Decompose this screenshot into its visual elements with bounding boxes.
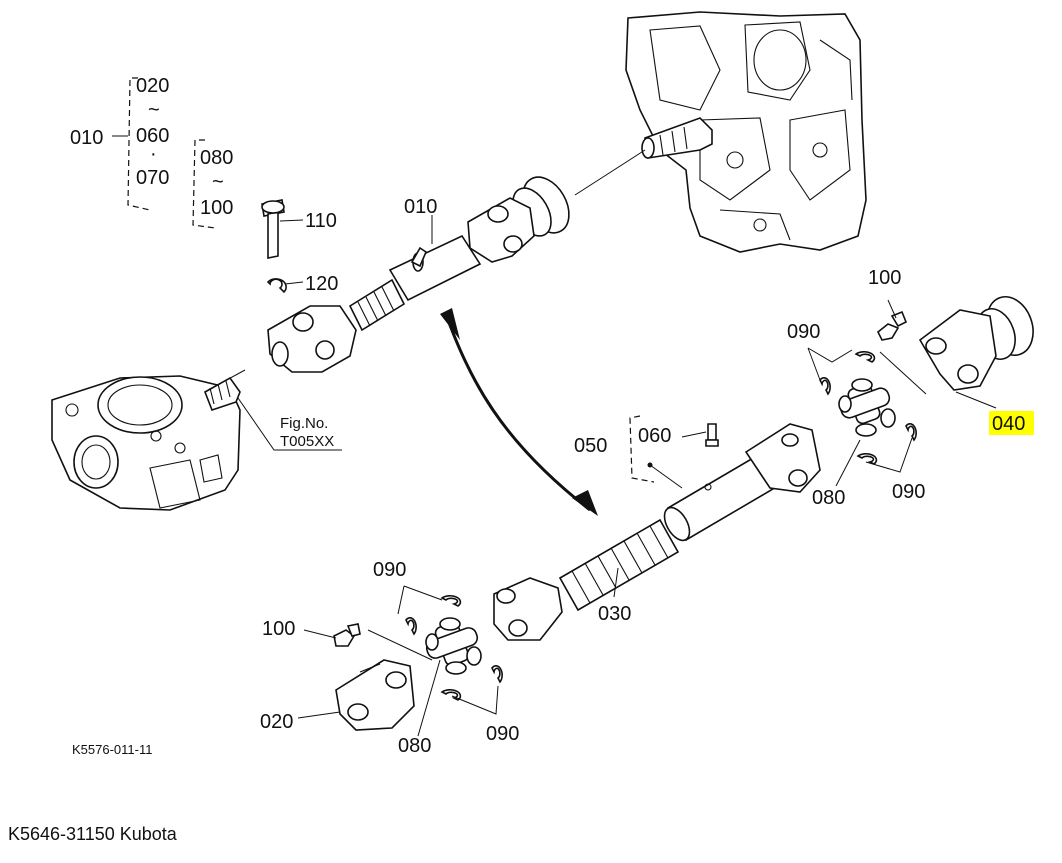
label-080-range: 080	[200, 147, 233, 169]
rear-housing	[51, 375, 241, 511]
direction-arrow	[440, 308, 598, 516]
label-010-group: 010	[70, 127, 103, 149]
label-070-range: 070	[136, 167, 169, 189]
bolt-110	[261, 199, 285, 259]
part-number-caption: K5646-31150 Kubota	[8, 824, 177, 844]
drive-shaft-assembly	[267, 176, 570, 373]
label-010: 010	[404, 196, 437, 218]
part-labels: 010 020 ~ 060 · 070 080 ~ 100 110 120 01…	[70, 75, 1025, 757]
label-020: 020	[260, 711, 293, 733]
label-080-left: 080	[398, 735, 431, 757]
leader-lines	[112, 77, 997, 737]
label-090-left-top: 090	[373, 559, 406, 581]
label-tilde: ~	[148, 99, 160, 121]
exploded-shaft	[493, 423, 821, 641]
label-120: 120	[305, 273, 338, 295]
fig-ref-label: T005XX	[280, 433, 334, 450]
label-100-range: 100	[200, 197, 233, 219]
engine-block	[625, 11, 867, 253]
label-tilde: ~	[212, 171, 224, 193]
label-050: 050	[574, 435, 607, 457]
fig-no-label: Fig.No.	[280, 415, 328, 432]
label-090-right-top: 090	[787, 321, 820, 343]
label-040: 040	[992, 413, 1025, 435]
label-110: 110	[305, 210, 337, 232]
highlight-040	[989, 411, 1034, 435]
label-100-left: 100	[262, 618, 295, 640]
guide-line	[574, 149, 646, 196]
label-030: 030	[598, 603, 631, 625]
right-universal-joint	[819, 296, 1034, 465]
circlip-120	[266, 278, 287, 294]
label-020-range: 020	[136, 75, 169, 97]
label-dot: ·	[150, 143, 157, 165]
label-090-left-bottom: 090	[486, 723, 519, 745]
label-060-range: 060	[136, 125, 169, 147]
grease-nipple-060	[705, 423, 719, 447]
label-090-right-bottom: 090	[892, 481, 925, 503]
label-060: 060	[638, 425, 671, 447]
label-080-right: 080	[812, 487, 845, 509]
diagram-code: K5576-011-11	[72, 742, 152, 757]
label-100-right: 100	[868, 267, 901, 289]
left-universal-joint	[333, 594, 503, 731]
